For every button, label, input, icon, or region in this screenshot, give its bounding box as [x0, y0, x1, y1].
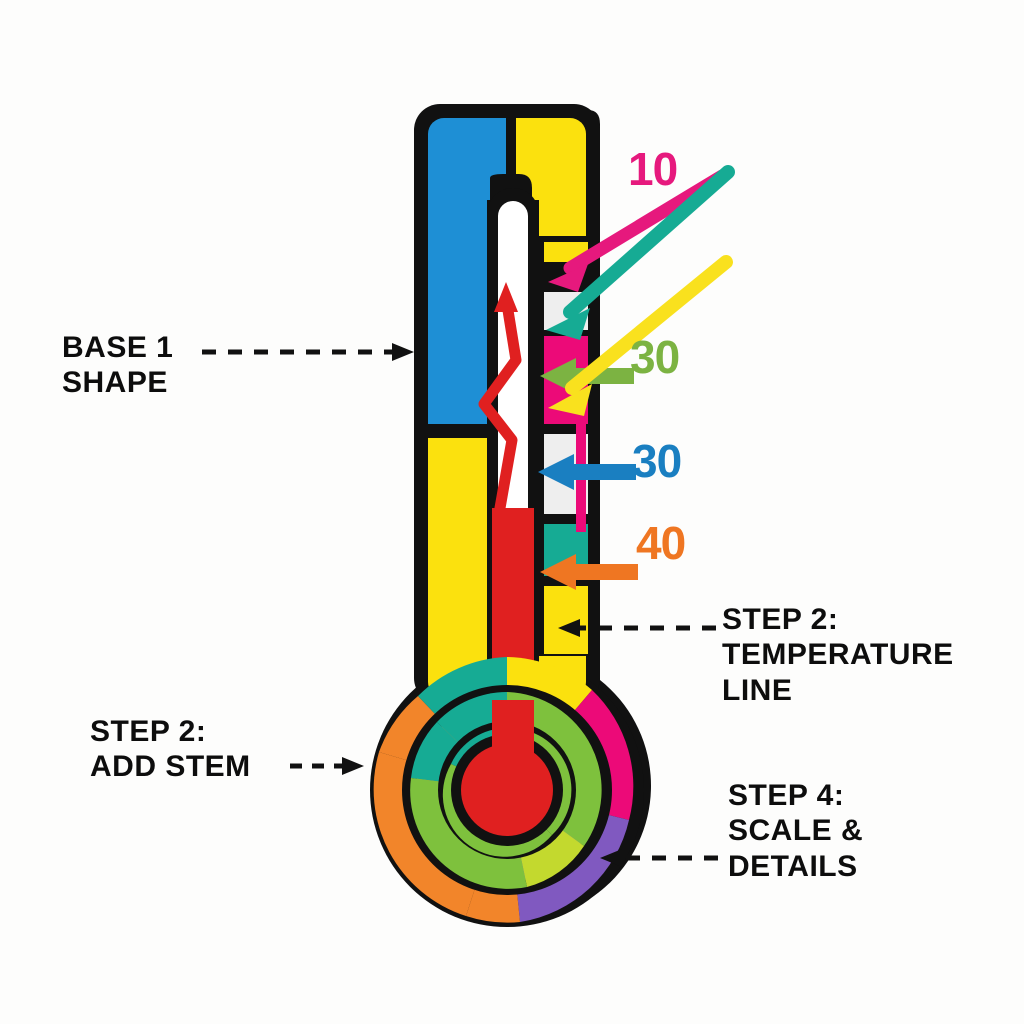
connector-scale-details — [600, 849, 718, 867]
annotation-temperature-line: STEP 2: TEMPERATURE LINE — [722, 603, 954, 707]
panel-divider-vertical — [506, 118, 516, 218]
connector-base-shape — [202, 343, 414, 361]
arrow-teal — [546, 165, 735, 340]
bulb-stem-connector — [492, 700, 534, 800]
red-zigzag-arrow — [478, 282, 522, 514]
red-arrowhead — [494, 282, 518, 312]
connector-add-stem — [290, 757, 364, 775]
scale-number-40: 40 — [636, 517, 686, 569]
scale-number-30-blue: 30 — [632, 435, 682, 487]
annotation-add-stem: STEP 2: ADD STEM — [90, 715, 251, 784]
connector-temp-line — [558, 619, 716, 637]
scale-number-30-green: 30 — [630, 331, 680, 383]
annotation-base-shape: BASE 1 SHAPE — [62, 331, 174, 400]
scale-tick-8 — [544, 586, 588, 654]
annotation-scale-details: STEP 4: SCALE & DETAILS — [728, 779, 864, 883]
arrow-yellow — [548, 255, 733, 416]
arrow-blue — [538, 454, 636, 490]
arrow-orange — [540, 554, 638, 590]
scale-number-10: 10 — [628, 143, 678, 195]
bulb-group — [373, 657, 634, 923]
